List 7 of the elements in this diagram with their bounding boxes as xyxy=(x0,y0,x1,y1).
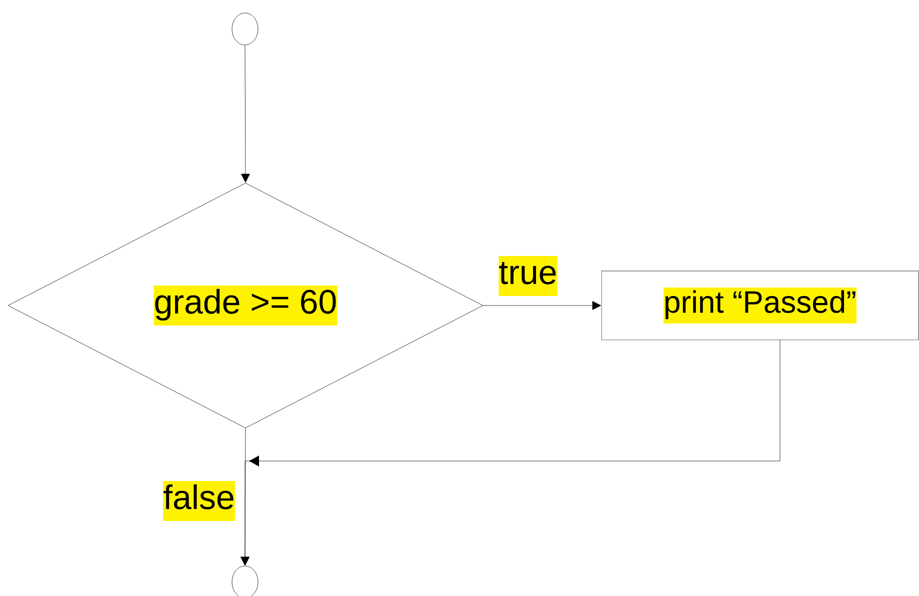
process-box: print “Passed” xyxy=(601,270,919,340)
start-circle xyxy=(232,12,258,46)
arrow xyxy=(483,301,602,310)
arrow xyxy=(241,45,250,183)
edge-label: true xyxy=(498,256,558,296)
edge-label: false xyxy=(163,481,235,521)
arrow xyxy=(240,428,250,566)
